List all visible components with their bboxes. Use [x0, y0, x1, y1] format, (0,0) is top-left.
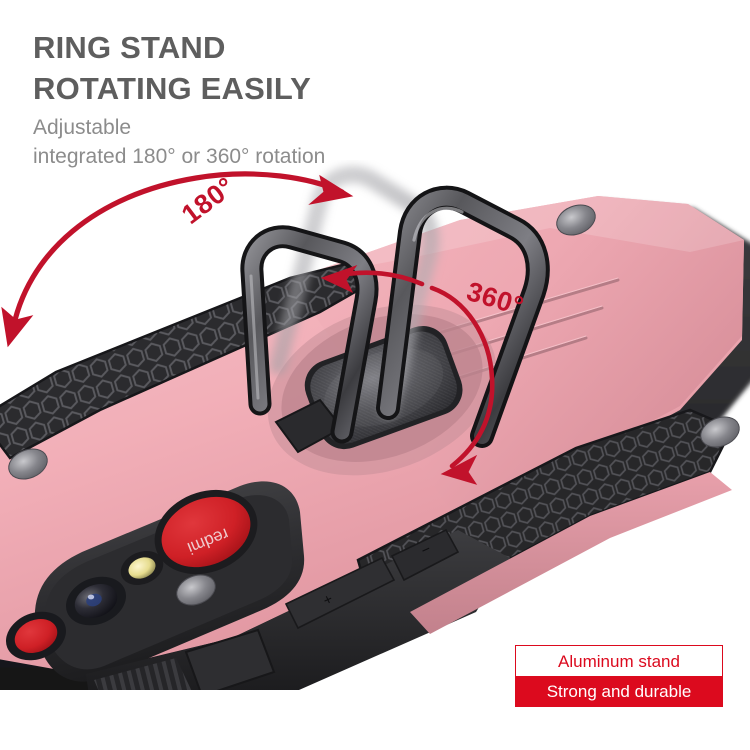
product-photo: redmi	[0, 160, 750, 690]
annotation-arrow-360	[320, 265, 495, 485]
page-subtitle-line-1: Adjustable	[33, 116, 132, 139]
camera-lens-main: redmi	[154, 489, 258, 575]
page-title-line-1: RING STAND	[33, 30, 226, 65]
camera-flash	[120, 551, 164, 585]
page-title-line-2: ROTATING EASILY	[33, 70, 312, 106]
page-subtitle: Adjustable integrated 180° or 360° rotat…	[33, 113, 553, 172]
feature-badge: Aluminum stand Strong and durable	[515, 645, 723, 707]
ring-stand-position-left	[240, 225, 379, 444]
camera-lens-tertiary	[5, 611, 67, 661]
metal-screw-accents	[8, 204, 740, 606]
page-title: RING STAND ROTATING EASILY	[33, 28, 553, 110]
camera-lens-secondary	[65, 576, 127, 626]
volume-buttons[interactable]: + −	[284, 528, 460, 630]
badge-bottom-label: Strong and durable	[516, 676, 722, 706]
badge-top-label: Aluminum stand	[516, 646, 722, 676]
page-subtitle-line-2: integrated 180° or 360° rotation	[33, 145, 326, 169]
camera-module: redmi	[5, 481, 305, 682]
ring-stand-position-right	[376, 185, 550, 448]
phone-case-illustration: redmi	[0, 166, 750, 690]
annotation-arrow-180	[1, 171, 354, 348]
case-side-sliver	[410, 472, 732, 634]
